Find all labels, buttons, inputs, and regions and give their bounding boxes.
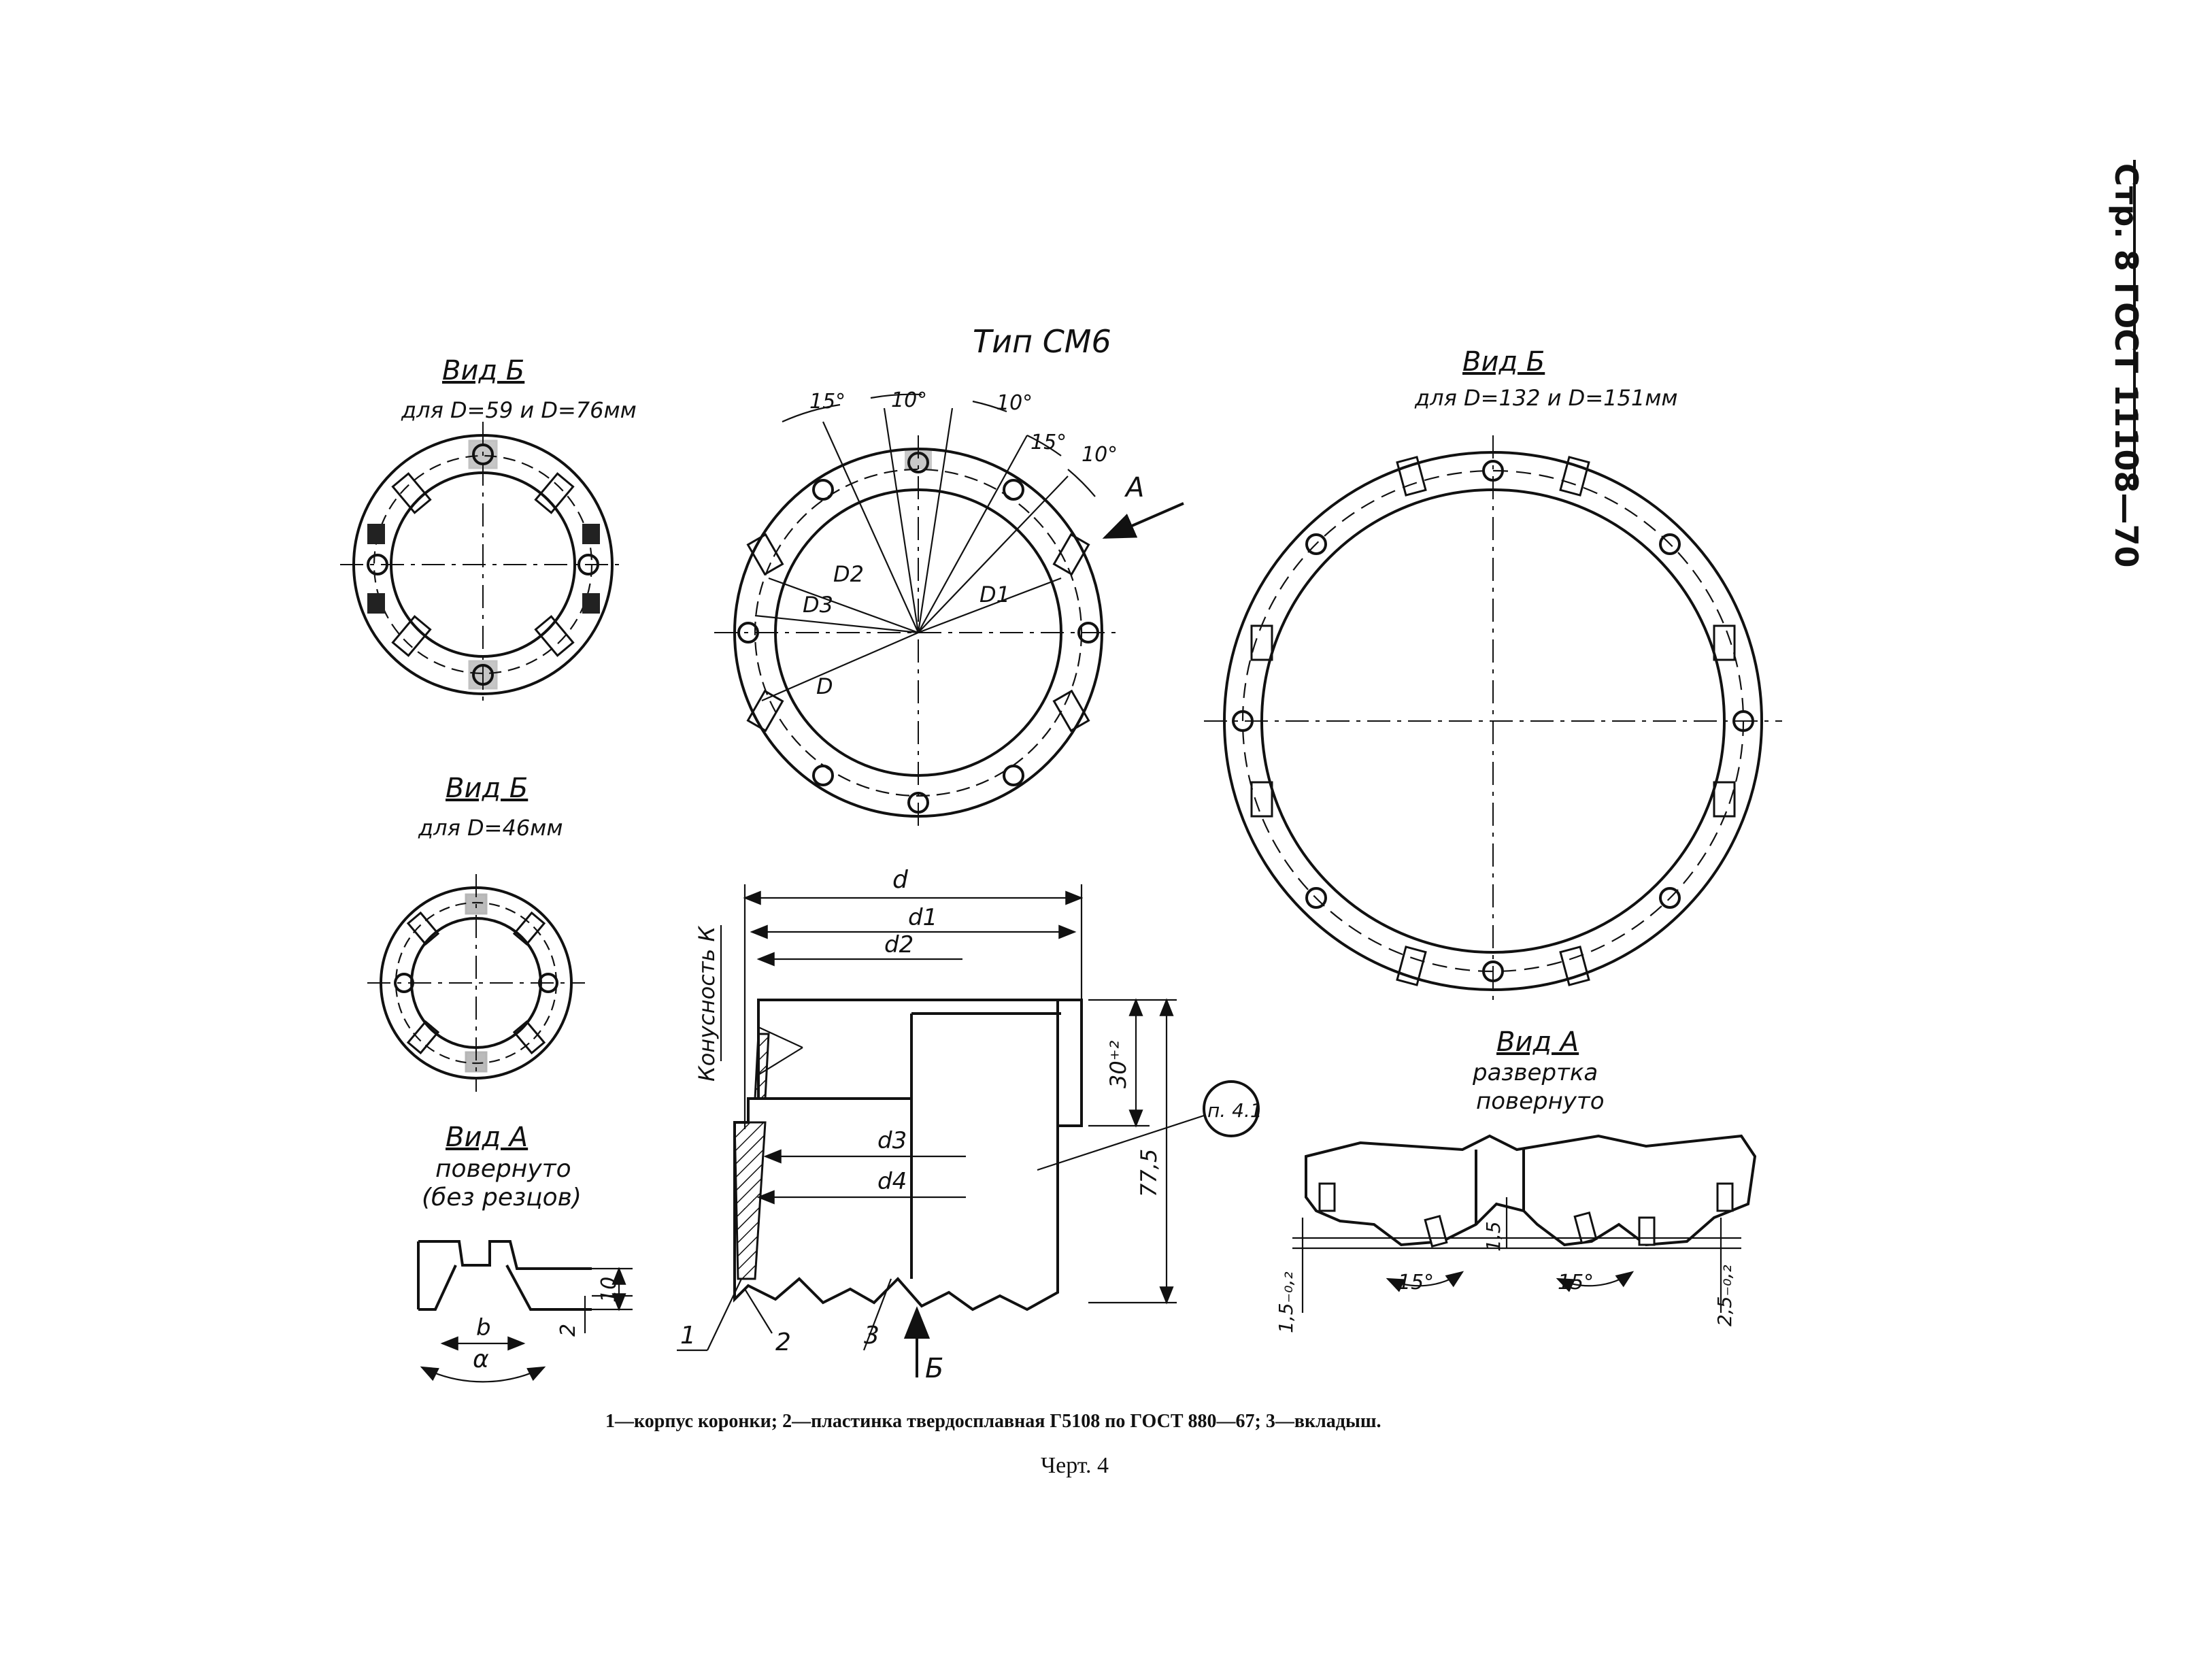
- view-b-small: Вид Б для D=59 и D=76мм: [340, 355, 637, 707]
- dim-d1: d1: [908, 904, 937, 931]
- view-b-46-subtitle: для D=46мм: [418, 815, 563, 841]
- dim-10: 10: [597, 1277, 621, 1303]
- main-cutters: [737, 449, 1099, 814]
- dim-d3: d3: [877, 1127, 907, 1154]
- angle-15-d: 15°: [1558, 1271, 1594, 1294]
- view-b-46-title: Вид Б: [446, 773, 528, 804]
- view-a-right-line3: повернуто: [1476, 1088, 1605, 1115]
- dim-2-5: 2,5₋₀,₂: [1713, 1265, 1736, 1326]
- view-a-left-title: Вид А: [446, 1122, 528, 1153]
- dia-d: D: [816, 673, 833, 699]
- dia-d3: D3: [803, 592, 833, 618]
- view-a-right: Вид А развертка повернуто 1,5₋₀,₂ 1,5 15…: [1275, 1026, 1757, 1333]
- dim-2: 2: [556, 1324, 580, 1337]
- view-a-right-line2: развертка: [1472, 1059, 1598, 1086]
- view-b-46: Вид Б для D=46мм: [367, 773, 585, 1092]
- view-a-left-line2: повернуто: [435, 1155, 571, 1183]
- dim-b: b: [476, 1314, 491, 1341]
- ref-label: п. 4.1: [1207, 1099, 1262, 1122]
- angle-10-a: 10°: [891, 388, 927, 412]
- angle-10-c: 10°: [1082, 443, 1118, 467]
- dia-d2: D2: [833, 561, 864, 587]
- dim-1-5-b: 1,5: [1482, 1221, 1505, 1252]
- angle-10-b: 10°: [996, 391, 1033, 415]
- dim-77: 77,5: [1136, 1149, 1162, 1197]
- pos-3: 3: [864, 1322, 879, 1350]
- cutter-teeth-46: [394, 893, 558, 1073]
- pos-2: 2: [775, 1328, 791, 1356]
- view-b-large: Вид Б для D=132 и D=151мм: [1204, 346, 1782, 1007]
- view-a-left-line3: (без резцов): [422, 1184, 582, 1211]
- dim-30: 30⁺²: [1105, 1040, 1131, 1088]
- angle-15-b: 15°: [1030, 431, 1067, 454]
- view-b-small-title: Вид Б: [442, 355, 524, 386]
- dim-alpha: α: [473, 1345, 489, 1373]
- dim-d: d: [892, 866, 909, 894]
- view-arrow-b: Б: [925, 1353, 943, 1384]
- arrow-a-label: A: [1124, 472, 1144, 503]
- cutter-teeth-large: [1232, 456, 1754, 986]
- page-header: Стр. 8 ГОСТ 11108—70: [2108, 160, 2145, 567]
- dim-d4: d4: [877, 1168, 907, 1195]
- dia-d1: D1: [979, 582, 1010, 607]
- dim-d2: d2: [884, 931, 914, 958]
- pos-1: 1: [680, 1322, 696, 1350]
- view-a-right-title: Вид А: [1496, 1026, 1579, 1058]
- figure-label: Черт. 4: [1041, 1453, 1109, 1478]
- angle-15-a: 15°: [809, 390, 845, 414]
- view-b-large-title: Вид Б: [1462, 346, 1545, 378]
- view-b-large-subtitle: для D=132 и D=151мм: [1414, 385, 1677, 411]
- dim-1-5-a: 1,5₋₀,₂: [1275, 1271, 1297, 1333]
- page-label: Стр. 8 ГОСТ 11108—70: [2108, 163, 2145, 567]
- figure-caption: 1—корпус коронки; 2—пластинка твердоспла…: [605, 1411, 1381, 1432]
- main-title: Тип СМ6: [973, 323, 1111, 360]
- view-a-left: Вид А повернуто (без резцов) b α 10 2: [417, 1122, 633, 1383]
- angle-15-c: 15°: [1398, 1271, 1434, 1294]
- taper-label: Конусность К: [694, 925, 720, 1082]
- view-b-small-subtitle: для D=59 и D=76мм: [401, 397, 637, 423]
- main-view: 15° 10° 10° 15° 10° A D2 D3 D1 D: [714, 388, 1184, 830]
- cutter-teeth-small: [367, 439, 600, 690]
- section-view: d d1 d2 d3 d4 Конусность К 30⁺² 77,5 п. …: [677, 866, 1262, 1384]
